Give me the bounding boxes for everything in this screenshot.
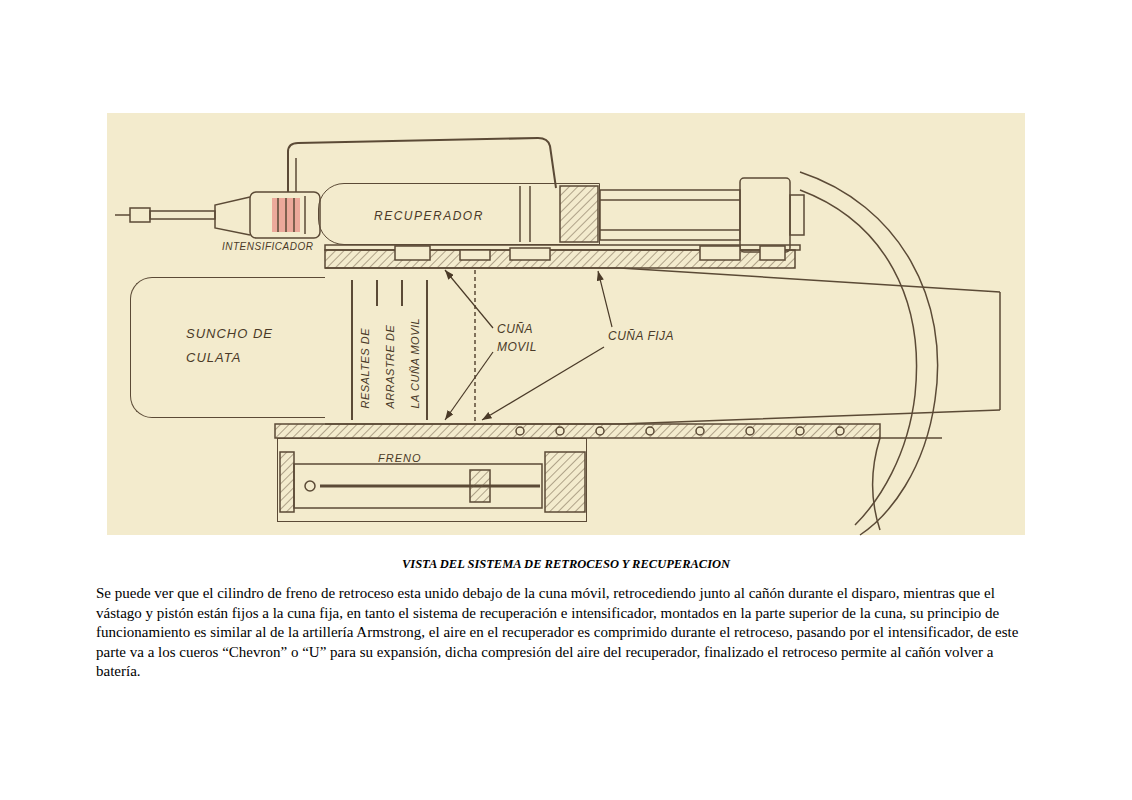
moving-cradle [696,427,704,435]
intensifier [293,198,295,232]
brake-internals [470,470,490,502]
paper-ground [107,113,1025,535]
leader-line [445,270,493,328]
part-label: SUNCHO DE CULATA [186,322,296,370]
cradle-front [860,437,942,439]
intensifier [285,198,287,232]
cradle-front [800,190,917,525]
moving-cradle [556,427,564,435]
moving-cradle [746,427,754,435]
leader-line [445,270,612,420]
recuperator-tube [519,186,521,242]
cradle-front [873,438,881,530]
recuperator-tube [790,195,804,235]
recuperator-cylinder: RECUPERADOR [318,183,600,245]
intensifier [150,211,215,219]
part-label: RECUPERADOR [374,204,484,228]
intensifier [115,192,320,238]
part-label: FRENO [378,446,422,470]
breech-ring: SUNCHO DE CULATA [130,277,325,418]
recuperator-tube [325,178,804,252]
cradle-joint [474,270,476,422]
brake-cylinder: FRENO [277,438,587,522]
moving-cradle [836,427,844,435]
brake-internals [280,452,294,512]
cradle-front [800,172,938,535]
moving-cradle [516,427,524,435]
fixed-cradle [395,246,430,260]
brake-internals [320,485,540,488]
recuperator-tube [529,186,531,242]
drive-lugs [351,280,353,420]
body-text: Se puede ver que el cilindro de freno de… [96,584,1036,682]
fixed-cradle [700,246,740,260]
fixed-cradle [325,246,795,268]
intensifier [215,197,250,235]
part-label: RESALTES DE ARRASTRE DE LA CUÑA MOVIL [352,312,427,408]
recuperator-tube [740,178,790,252]
drawing [115,138,1000,535]
moving-cradle [646,427,654,435]
moving-cradle [275,424,880,438]
intensifier [130,208,150,222]
moving-cradle [596,427,604,435]
leader-line [482,347,604,420]
part-label: CUÑA MOVIL [497,320,557,356]
drive-lugs [376,280,378,306]
leader-line [445,352,493,420]
fixed-cradle [460,250,490,260]
drive-lugs [426,280,428,420]
intensifier [304,196,306,234]
recuperator-tube [560,186,598,242]
fixed-cradle [510,248,550,260]
recuperator-tube [600,190,740,240]
barrel [325,268,1000,424]
moving-cradle [796,427,804,435]
fixed-cradle [760,246,785,260]
drive-lugs [401,280,403,306]
brake-internals [305,481,315,491]
brake-internals [280,452,585,512]
figure-caption: VISTA DEL SISTEMA DE RETROCESO Y RECUPER… [0,557,1132,572]
intensifier [115,214,130,216]
brake-internals [294,464,542,508]
part-label: INTENSIFICADOR [222,241,313,252]
recuperator-tube [600,229,740,231]
part-label: CUÑA FIJA [608,329,674,343]
intensifier [277,198,279,232]
air-pipe [295,158,297,192]
moving-cradle [275,424,880,438]
drive-lugs [352,280,427,420]
intensifier [272,198,300,232]
brake-internals [545,452,585,512]
cradle-front [800,172,942,535]
leader-line [598,271,612,327]
barrel [999,292,1001,410]
recuperator-tube [600,199,740,201]
intensifier [250,192,320,238]
